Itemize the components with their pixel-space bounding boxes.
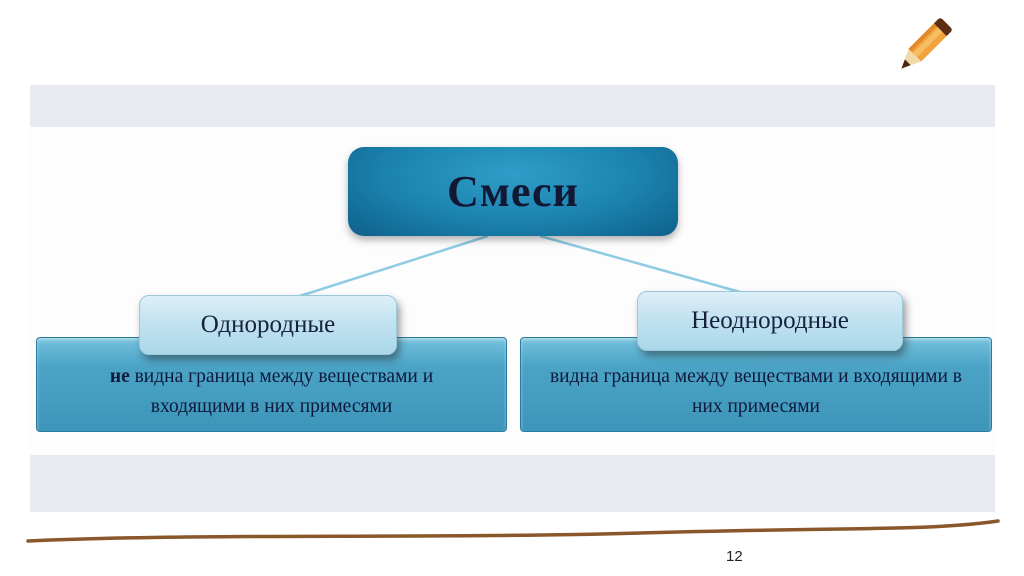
background-band-bottom <box>30 455 995 512</box>
hand-drawn-underline <box>26 519 1000 543</box>
branch-label-homogeneous: Однородные <box>200 311 336 338</box>
description-rest-homogeneous: видна граница между веществами и входящи… <box>129 366 434 417</box>
description-text-heterogeneous: видна граница между веществами и входящи… <box>521 348 991 421</box>
background-band-top <box>30 85 995 127</box>
description-text-homogeneous: не видна граница между веществами и вход… <box>37 348 506 421</box>
branch-box-homogeneous: Однородные <box>139 295 397 355</box>
page-number: 12 <box>726 548 743 565</box>
pencil-eraser <box>933 18 952 37</box>
underline-stroke <box>26 519 1000 543</box>
pencil-stripe-center <box>912 27 943 58</box>
description-box-heterogeneous: видна граница между веществами и входящи… <box>520 337 992 432</box>
pencil-stripe-left <box>908 23 937 52</box>
description-bold-homogeneous: не <box>109 366 130 388</box>
diagram-root-label: Смеси <box>447 167 579 216</box>
branch-box-heterogeneous: Неоднородные <box>637 291 903 351</box>
branch-label-heterogeneous: Неоднородные <box>691 307 849 334</box>
diagram-root-box: Смеси <box>348 147 678 236</box>
pencil-icon <box>901 18 952 69</box>
description-rest-heterogeneous: видна граница между веществами и входящи… <box>549 366 963 417</box>
pencil-tip <box>901 59 911 69</box>
